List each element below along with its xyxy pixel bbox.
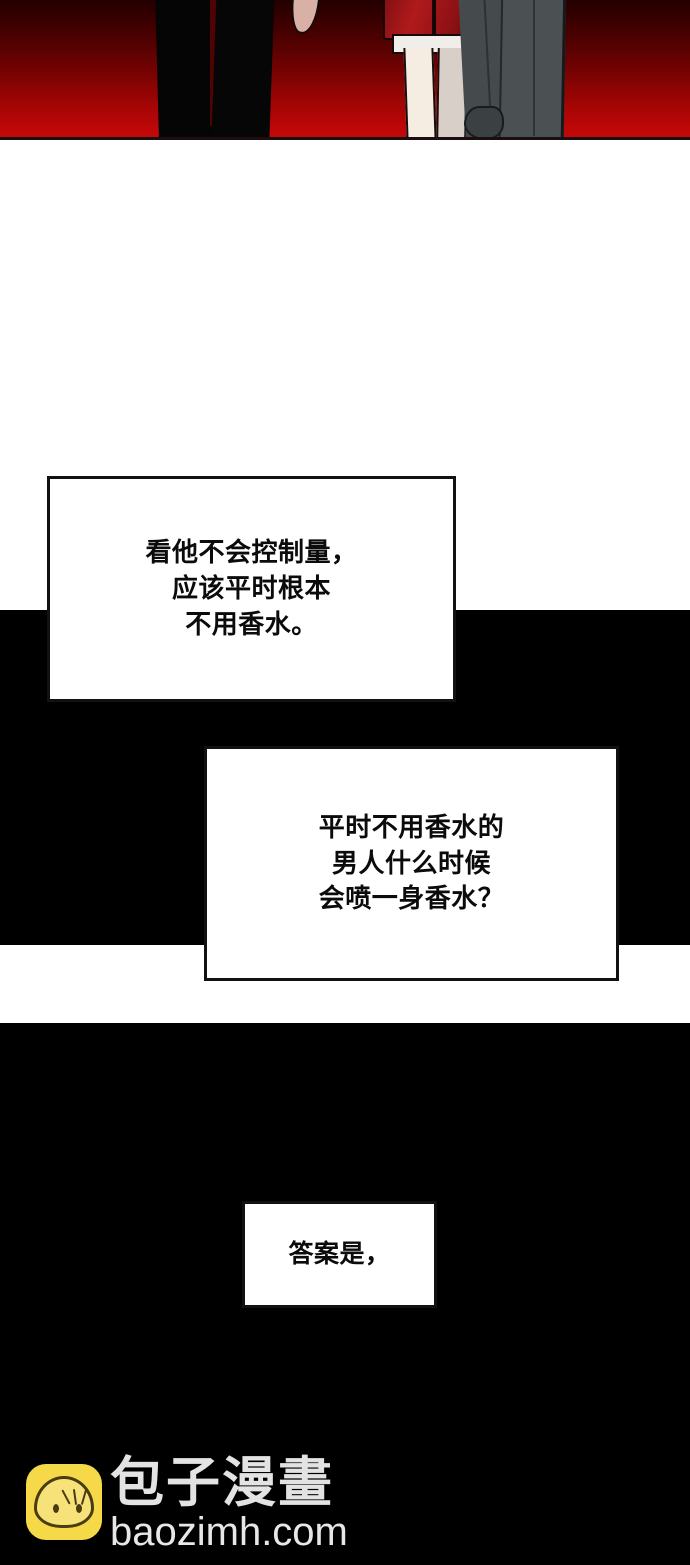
panel-bottom-edge: [0, 137, 690, 140]
watermark-site-url: baozimh.com: [110, 1510, 348, 1554]
right-figure-bare-leg-left: [403, 48, 437, 140]
far-right-figure-hand: [464, 106, 504, 140]
watermark: 包子漫畫 baozimh.com: [26, 1456, 666, 1562]
bun-eye-right: [76, 1504, 82, 1513]
speech-bubble-3-text: 答案是，: [288, 1240, 391, 1269]
left-figure-black-trousers-second-leg: [211, 0, 275, 140]
watermark-brand-name: 包子漫畫: [110, 1453, 334, 1513]
speech-bubble-2-text: 平时不用香水的 男人什么时候 会喷一身香水？: [318, 811, 505, 914]
bun-pleat: [80, 1489, 88, 1505]
speech-bubble-1: 看他不会控制量， 应该平时根本 不用香水。: [47, 476, 456, 702]
steamed-bun-icon: [26, 1464, 102, 1540]
bun-body: [34, 1476, 94, 1528]
right-figure-jacket-seam: [432, 0, 436, 34]
center-hand: [288, 0, 322, 36]
panel-artwork-top: [0, 0, 690, 140]
speech-bubble-2: 平时不用香水的 男人什么时候 会喷一身香水？: [204, 746, 619, 981]
speech-bubble-3: 答案是，: [242, 1201, 437, 1308]
bun-eye-left: [53, 1504, 59, 1513]
speech-bubble-1-text: 看他不会控制量， 应该平时根本 不用香水。: [145, 537, 358, 639]
bun-pleat: [72, 1488, 78, 1506]
bun-pleat: [61, 1489, 71, 1505]
trouser-crease-right: [533, 0, 535, 136]
